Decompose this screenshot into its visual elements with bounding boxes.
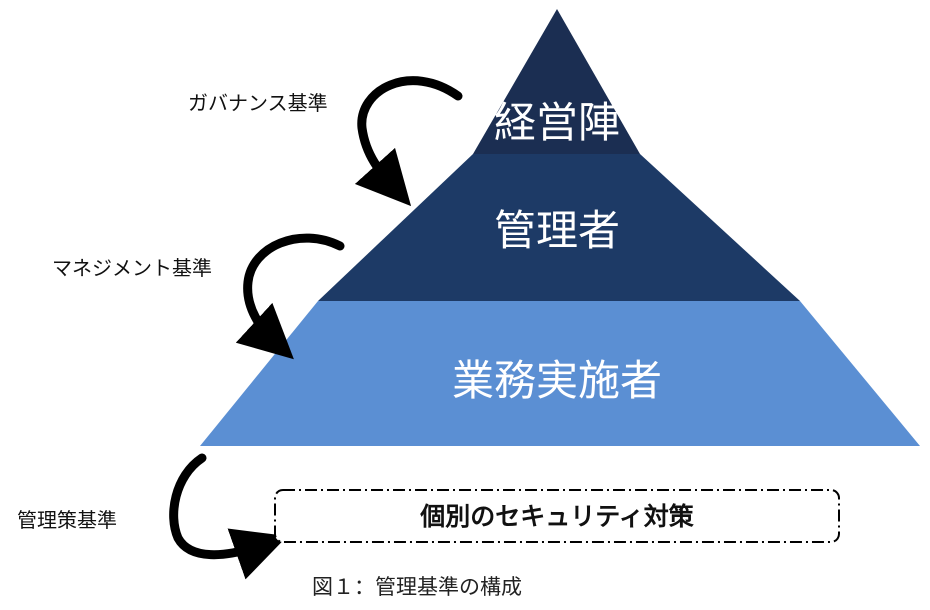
governance-arrow	[354, 76, 463, 207]
management-standard-label: マネジメント基準	[52, 256, 212, 280]
management-arrow	[235, 233, 345, 360]
controls-standard-label: 管理策基準	[17, 508, 117, 532]
tier-label-managers: 管理者	[494, 206, 620, 255]
pyramid-tier-operators	[200, 301, 920, 446]
pyramid-tier-executives	[473, 9, 640, 154]
security-measures-box	[274, 489, 840, 543]
security-measures-label: 個別のセキュリティ対策	[419, 502, 695, 531]
figure-caption: 図１：管理基準の構成	[312, 575, 522, 599]
tier-label-operators: 業務実施者	[452, 356, 662, 405]
governance-standard-label: ガバナンス基準	[188, 91, 328, 115]
tier-label-executives: 経営陣	[494, 98, 620, 147]
controls-arrow	[169, 453, 288, 580]
pyramid-tier-managers	[318, 154, 800, 301]
